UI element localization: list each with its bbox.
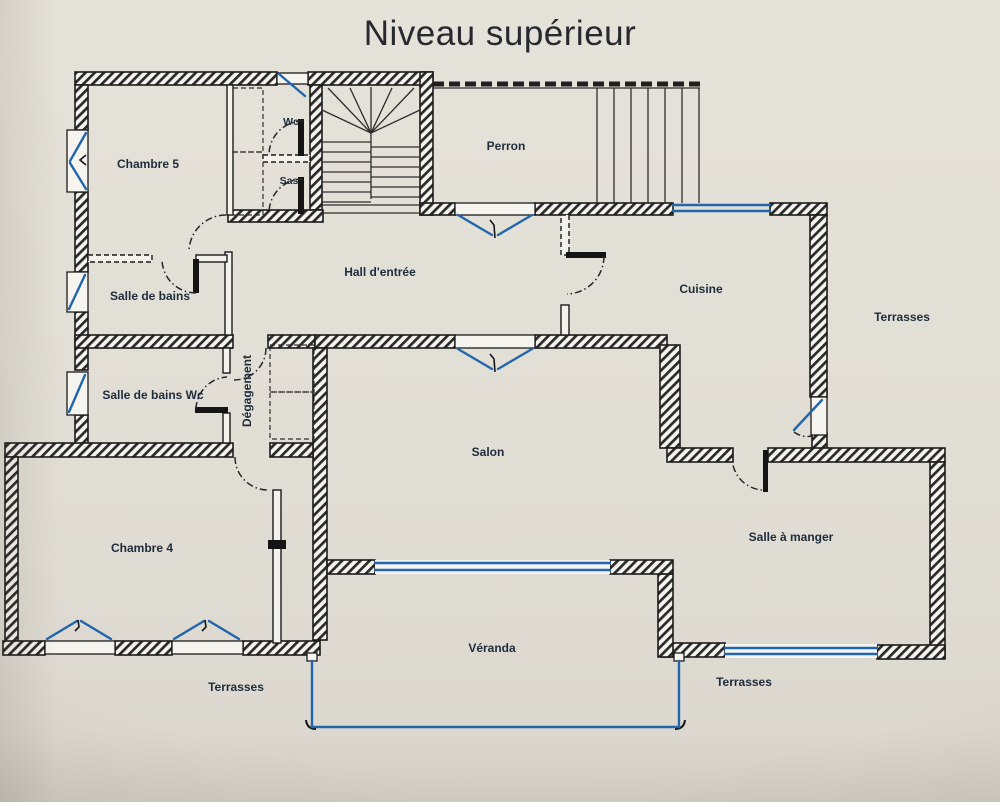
entry-doors (454, 202, 536, 373)
interior-partitions (87, 84, 570, 644)
door-salle-a-manger (731, 450, 764, 491)
door-chambre5 (188, 214, 227, 253)
door-cuisine (566, 255, 605, 295)
swing-doors (161, 119, 828, 492)
door-chambre4 (234, 456, 269, 491)
room-label-chambre-4: Chambre 4 (111, 541, 173, 555)
outdoor-label-terrasses-sud-ouest: Terrasses (208, 680, 264, 694)
window-chambre4-west (44, 619, 116, 655)
door-cuisine-terrasse (792, 396, 828, 438)
room-labels: Chambre 5 Wc Sas Perron Hall d'entrée Cu… (102, 116, 930, 694)
door-degagement (233, 347, 267, 381)
window-chambre4-east (171, 619, 244, 655)
interior-staircase (321, 87, 421, 214)
room-label-chambre-5: Chambre 5 (117, 157, 179, 171)
windows (44, 72, 879, 658)
room-label-salle-de-bains: Salle de bains (110, 289, 190, 303)
window-wc (276, 72, 309, 85)
room-label-veranda: Véranda (468, 641, 516, 655)
door-salle-de-bains (161, 258, 197, 294)
room-label-salle-a-manger: Salle à manger (749, 530, 834, 544)
window-salon-veranda (373, 560, 612, 574)
plan-title: Niveau supérieur (364, 14, 637, 53)
door-sas (268, 178, 304, 214)
window-salle-a-manger (723, 644, 879, 658)
outdoor-label-terrasses-sud-est: Terrasses (716, 675, 772, 689)
door-perron-hall (454, 202, 536, 239)
window-chambre5 (66, 129, 89, 193)
room-label-cuisine: Cuisine (679, 282, 723, 296)
door-hall-salon (454, 334, 536, 373)
room-label-hall-entree: Hall d'entrée (344, 265, 416, 279)
window-cuisine (671, 203, 772, 213)
room-label-salle-de-bains-wc: Salle de bains Wc (102, 388, 204, 402)
door-salle-de-bains-wc (195, 376, 228, 410)
room-label-wc: Wc (283, 116, 299, 128)
exterior-staircase (433, 81, 700, 203)
outdoor-label-terrasses-est: Terrasses (874, 310, 930, 324)
room-label-salon: Salon (472, 445, 505, 459)
door-wc (268, 120, 304, 156)
veranda-glazing (305, 652, 686, 730)
room-label-degagement: Dégagement (240, 355, 254, 427)
room-label-sas: Sas (280, 175, 299, 187)
room-label-perron: Perron (487, 139, 526, 153)
